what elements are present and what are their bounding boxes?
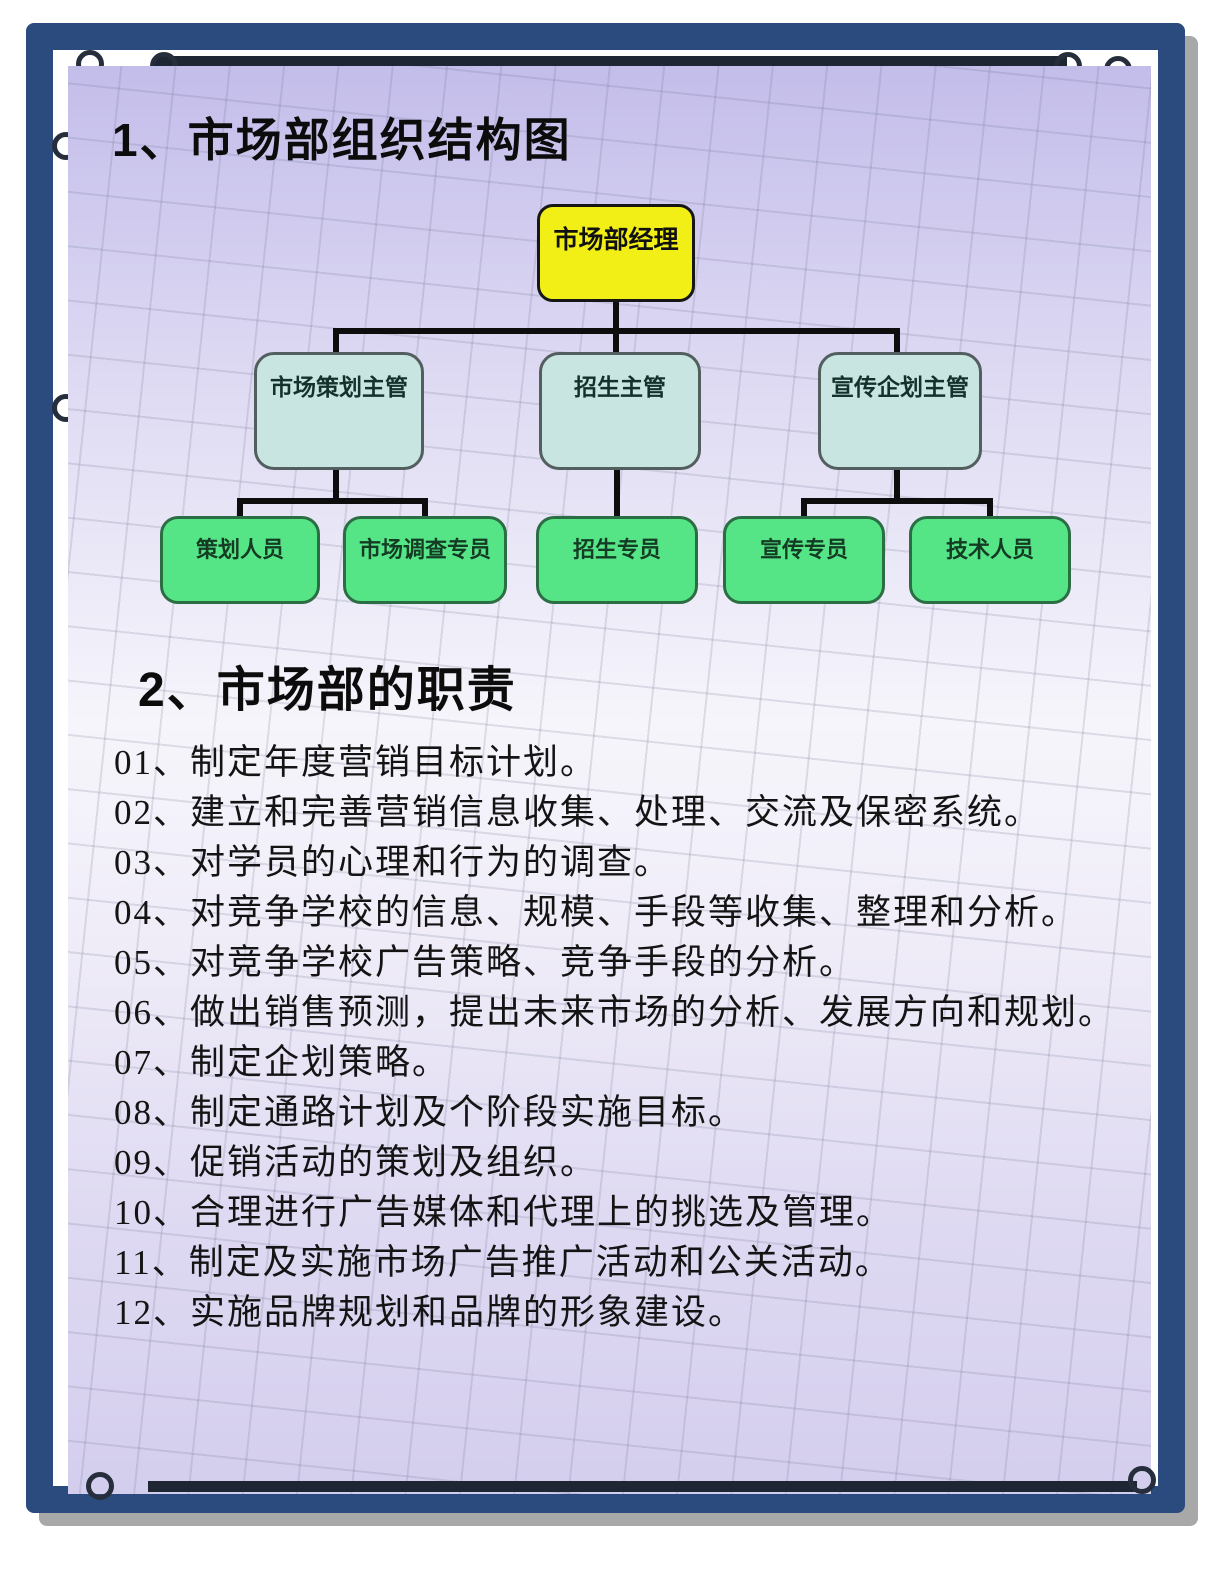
list-item: 01、制定年度营销目标计划。 [114,743,598,782]
connector-line [422,502,428,518]
list-item: 11、制定及实施市场广告推广活动和公关活动。 [114,1243,892,1282]
connector-line [801,498,993,504]
connector-line [333,328,900,334]
top-decoration-bar [154,56,1067,69]
org-box-staff-market-research: 市场调查专员 [343,516,507,604]
connector-line [237,502,243,518]
org-box-supervisor-publicity: 宣传企划主管 [818,352,982,470]
org-box-staff-publicity: 宣传专员 [723,516,885,604]
org-box-label: 市场部经理 [553,226,679,254]
connector-line [987,502,993,518]
content-panel [68,66,1151,1494]
list-item: 03、对学员的心理和行为的调查。 [114,843,672,882]
list-item: 06、做出销售预测，提出未来市场的分析、发展方向和规划。 [114,993,1116,1032]
org-box-label: 市场策划主管 [270,374,408,400]
connector-line [614,468,620,518]
org-box-manager: 市场部经理 [537,204,695,302]
list-item: 05、对竞争学校广告策略、竞争手段的分析。 [114,943,857,982]
list-item: 10、合理进行广告媒体和代理上的挑选及管理。 [114,1193,894,1232]
list-item: 02、建立和完善营销信息收集、处理、交流及保密系统。 [114,793,1042,832]
org-box-supervisor-planning: 市场策划主管 [254,352,424,470]
list-item: 08、制定通路计划及个阶段实施目标。 [114,1093,746,1132]
org-box-label: 市场调查专员 [358,537,491,562]
bottom-decoration-bar [148,1481,1137,1492]
section1-title: 1、市场部组织结构图 [112,114,572,166]
responsibilities-list: 01、制定年度营销目标计划。 02、建立和完善营销信息收集、处理、交流及保密系统… [114,738,1116,1338]
connector-line [333,468,339,502]
connector-line [333,328,339,354]
connector-line [237,498,428,504]
connector-line [613,300,619,354]
ring-decoration [86,1472,114,1500]
section2-title: 2、市场部的职责 [138,664,517,717]
org-box-label: 策划人员 [195,537,284,562]
connector-line [894,328,900,354]
org-box-supervisor-enrollment: 招生主管 [539,352,701,470]
org-box-label: 宣传企划主管 [831,374,969,400]
list-item: 12、实施品牌规划和品牌的形象建设。 [114,1293,746,1332]
connector-line [801,502,807,518]
org-box-label: 技术人员 [945,537,1034,562]
org-box-staff-technical: 技术人员 [909,516,1071,604]
ring-decoration [1128,1466,1156,1494]
connector-line [894,468,900,502]
list-item: 04、对竞争学校的信息、规模、手段等收集、整理和分析。 [114,893,1079,932]
org-box-label: 招生专员 [572,537,661,562]
org-box-staff-planning: 策划人员 [160,516,320,604]
list-item: 07、制定企划策略。 [114,1043,450,1082]
org-box-label: 招生主管 [574,374,666,400]
list-item: 09、促销活动的策划及组织。 [114,1143,598,1182]
org-box-label: 宣传专员 [759,537,848,562]
org-box-staff-enrollment: 招生专员 [536,516,698,604]
